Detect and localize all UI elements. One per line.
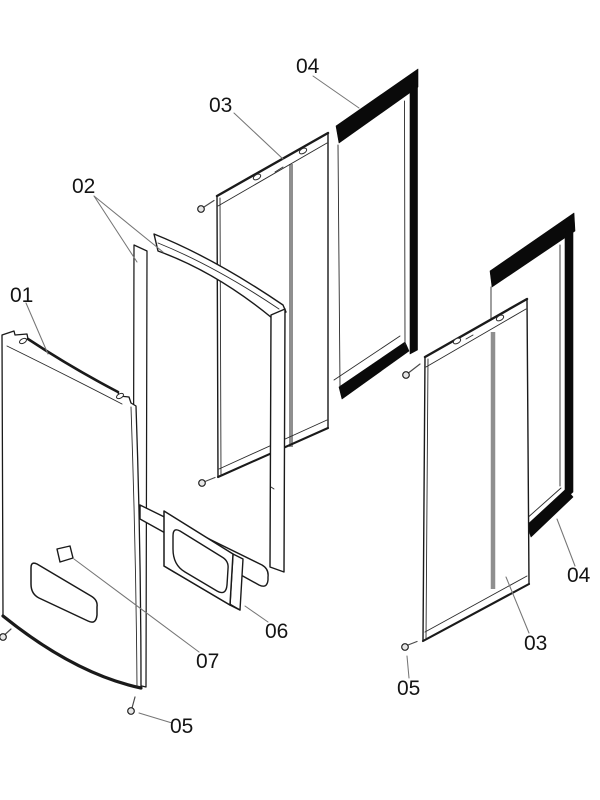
leader-06	[244, 605, 269, 623]
seal-bottom-band	[526, 488, 574, 538]
leader-01	[25, 302, 49, 355]
panel-top-flange	[425, 308, 527, 368]
panel-top-edge	[423, 297, 529, 359]
seal-inner-lip-right	[404, 100, 406, 346]
screw-head	[402, 371, 410, 379]
screw-head	[0, 633, 7, 641]
screw-hole	[115, 392, 125, 400]
panel-top-flange	[6, 345, 123, 405]
panel-flange-notch	[274, 166, 284, 173]
callout-label-05-bottom-right: 05	[397, 677, 420, 700]
callout-label-04-top: 04	[296, 55, 320, 78]
seal-inner-lip-bottom	[524, 487, 562, 521]
leader-05-bottom-right	[406, 655, 410, 679]
bezel-front-face	[163, 510, 234, 606]
screw	[402, 363, 421, 379]
panel-top-flange	[217, 142, 328, 207]
callout-label-05-bottom-left: 05	[170, 715, 193, 738]
callout-label-03-top: 03	[209, 94, 232, 117]
panel-top-edge	[26, 337, 120, 394]
leader-02-a	[93, 195, 164, 253]
screw	[127, 696, 136, 715]
screw-shaft	[203, 199, 215, 208]
seal-left-edge	[337, 144, 341, 387]
bezel-window	[172, 529, 229, 594]
panel-flange-notch	[465, 334, 474, 340]
callout-label-03-bottom-right: 03	[524, 632, 547, 655]
screw-hole	[495, 314, 505, 322]
panel-bottom-edge	[421, 582, 531, 643]
seal-right-band	[564, 213, 574, 500]
screw-shaft	[204, 476, 216, 483]
display-window-opening	[56, 545, 74, 563]
seal-top-band	[335, 68, 419, 144]
callout-label-04-bottom-right: 04	[567, 564, 591, 587]
panel-bottom-edge	[1, 614, 143, 690]
seal-frame-top	[333, 68, 419, 400]
panel-right-edge-inner	[130, 406, 138, 688]
leader-04-bottom-right	[556, 518, 576, 567]
frame-top-bar	[153, 233, 287, 319]
panel-face	[1, 330, 142, 689]
screw-hole	[252, 173, 262, 181]
seal-inner-lip-bottom	[333, 335, 401, 381]
screw	[0, 628, 12, 641]
panel-bottom-flange	[424, 575, 528, 633]
leader-lines	[25, 75, 576, 724]
front-panel	[1, 330, 143, 690]
callout-label-01: 01	[10, 284, 33, 307]
control-recess-opening	[30, 562, 98, 623]
seal-top-band	[489, 212, 576, 288]
display-bezel	[163, 510, 244, 611]
screw-shaft	[407, 640, 418, 646]
seal-frame-right	[489, 212, 576, 538]
screw-head	[197, 205, 205, 213]
screw-shaft	[131, 696, 136, 709]
leader-02-b	[93, 195, 138, 263]
callout-label-02: 02	[72, 175, 95, 198]
leader-05-bottom-left	[138, 712, 173, 724]
leader-07	[73, 558, 200, 653]
side-panel-right	[421, 297, 531, 643]
leader-04-top	[312, 75, 360, 109]
callout-label-07: 07	[196, 650, 219, 673]
seal-right-band	[409, 70, 418, 355]
screw	[197, 199, 215, 213]
screw-head	[198, 479, 206, 487]
frame-right-bar	[269, 308, 286, 573]
screw-hole	[18, 337, 28, 345]
panel-left-edge-inner	[425, 358, 429, 640]
screw-hole	[298, 147, 308, 155]
callout-label-06: 06	[265, 620, 288, 643]
seal-bottom-band	[338, 341, 410, 400]
frame-right-bar-step	[270, 486, 275, 490]
leader-03-top	[233, 112, 284, 160]
screw	[401, 640, 418, 651]
screw-shaft	[4, 628, 12, 636]
screw-shaft	[408, 363, 421, 374]
screw-hole	[452, 337, 462, 345]
frame-top-bar-ridge	[157, 242, 280, 310]
screw-head	[127, 707, 135, 715]
panel-left-edge-inner	[219, 197, 222, 477]
screw	[198, 476, 216, 487]
leader-03-bottom-right	[505, 576, 530, 634]
callout-labels: 01 02 03 04 05 06 07 03 04 05	[10, 55, 591, 738]
screw-head	[401, 643, 409, 651]
panel-top-edge	[215, 131, 330, 198]
